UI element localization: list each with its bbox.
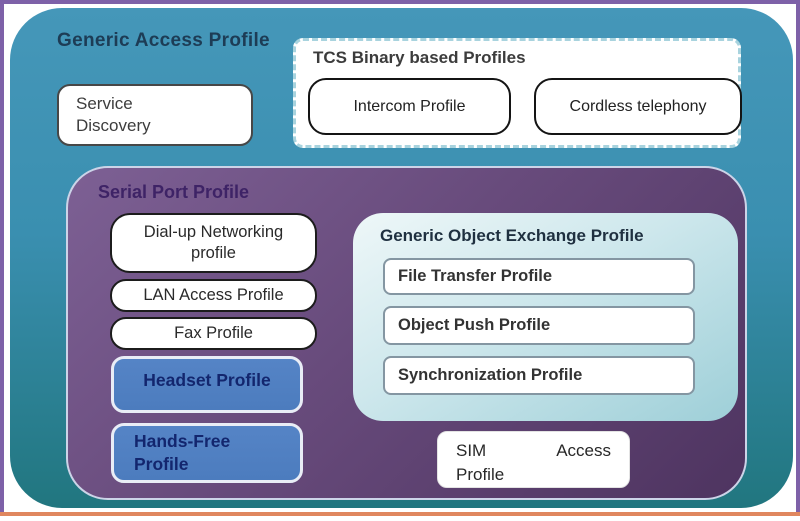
- headset-profile-label: Headset Profile: [143, 370, 271, 390]
- dialup-networking-profile-label: Dial-up Networking profile: [143, 223, 284, 262]
- service-discovery-label: Service Discovery: [76, 93, 151, 135]
- generic-object-exchange-container: Generic Object Exchange Profile File Tra…: [353, 213, 738, 421]
- intercom-profile-box: Intercom Profile: [308, 78, 511, 135]
- access-word: Access: [556, 441, 611, 460]
- synchronization-profile-box: Synchronization Profile: [383, 356, 695, 395]
- frame-border-top: [0, 0, 800, 4]
- sim-access-profile-line2: Profile: [456, 464, 505, 484]
- file-transfer-profile-label: File Transfer Profile: [398, 267, 553, 285]
- dialup-networking-profile-box: Dial-up Networking profile: [110, 213, 317, 273]
- frame-border-bottom-line: [0, 512, 800, 516]
- sim-word: SIM: [456, 441, 487, 460]
- frame-border-right: [796, 0, 800, 512]
- hands-free-profile-label: Hands-Free Profile: [134, 431, 231, 474]
- fax-profile-box: Fax Profile: [110, 317, 317, 350]
- file-transfer-profile-box: File Transfer Profile: [383, 258, 695, 295]
- object-push-profile-label: Object Push Profile: [398, 316, 551, 334]
- sim-access-profile-line1: SIM Access: [456, 439, 611, 463]
- tcs-binary-profiles-container: TCS Binary based Profiles Intercom Profi…: [293, 38, 742, 148]
- sim-access-profile-box: SIM Access Profile: [437, 431, 630, 488]
- synchronization-profile-label: Synchronization Profile: [398, 366, 583, 384]
- generic-object-exchange-title: Generic Object Exchange Profile: [380, 226, 644, 245]
- object-push-profile-box: Object Push Profile: [383, 306, 695, 345]
- serial-port-profile-container: Serial Port Profile Dial-up Networking p…: [66, 166, 747, 500]
- cordless-telephony-label: Cordless telephony: [569, 97, 707, 115]
- intercom-profile-label: Intercom Profile: [353, 97, 466, 115]
- frame-border-left: [0, 0, 4, 512]
- generic-access-profile-title: Generic Access Profile: [57, 30, 270, 51]
- hands-free-profile-box: Hands-Free Profile: [111, 423, 303, 483]
- headset-profile-box: Headset Profile: [111, 356, 303, 413]
- lan-access-profile-label: LAN Access Profile: [143, 286, 284, 305]
- generic-access-profile-container: Generic Access Profile Service Discovery…: [10, 8, 793, 508]
- service-discovery-box: Service Discovery: [57, 84, 253, 146]
- serial-port-profile-title: Serial Port Profile: [98, 182, 250, 202]
- lan-access-profile-box: LAN Access Profile: [110, 279, 317, 312]
- fax-profile-label: Fax Profile: [174, 324, 253, 343]
- tcs-binary-profiles-title: TCS Binary based Profiles: [313, 48, 526, 67]
- cordless-telephony-box: Cordless telephony: [534, 78, 742, 135]
